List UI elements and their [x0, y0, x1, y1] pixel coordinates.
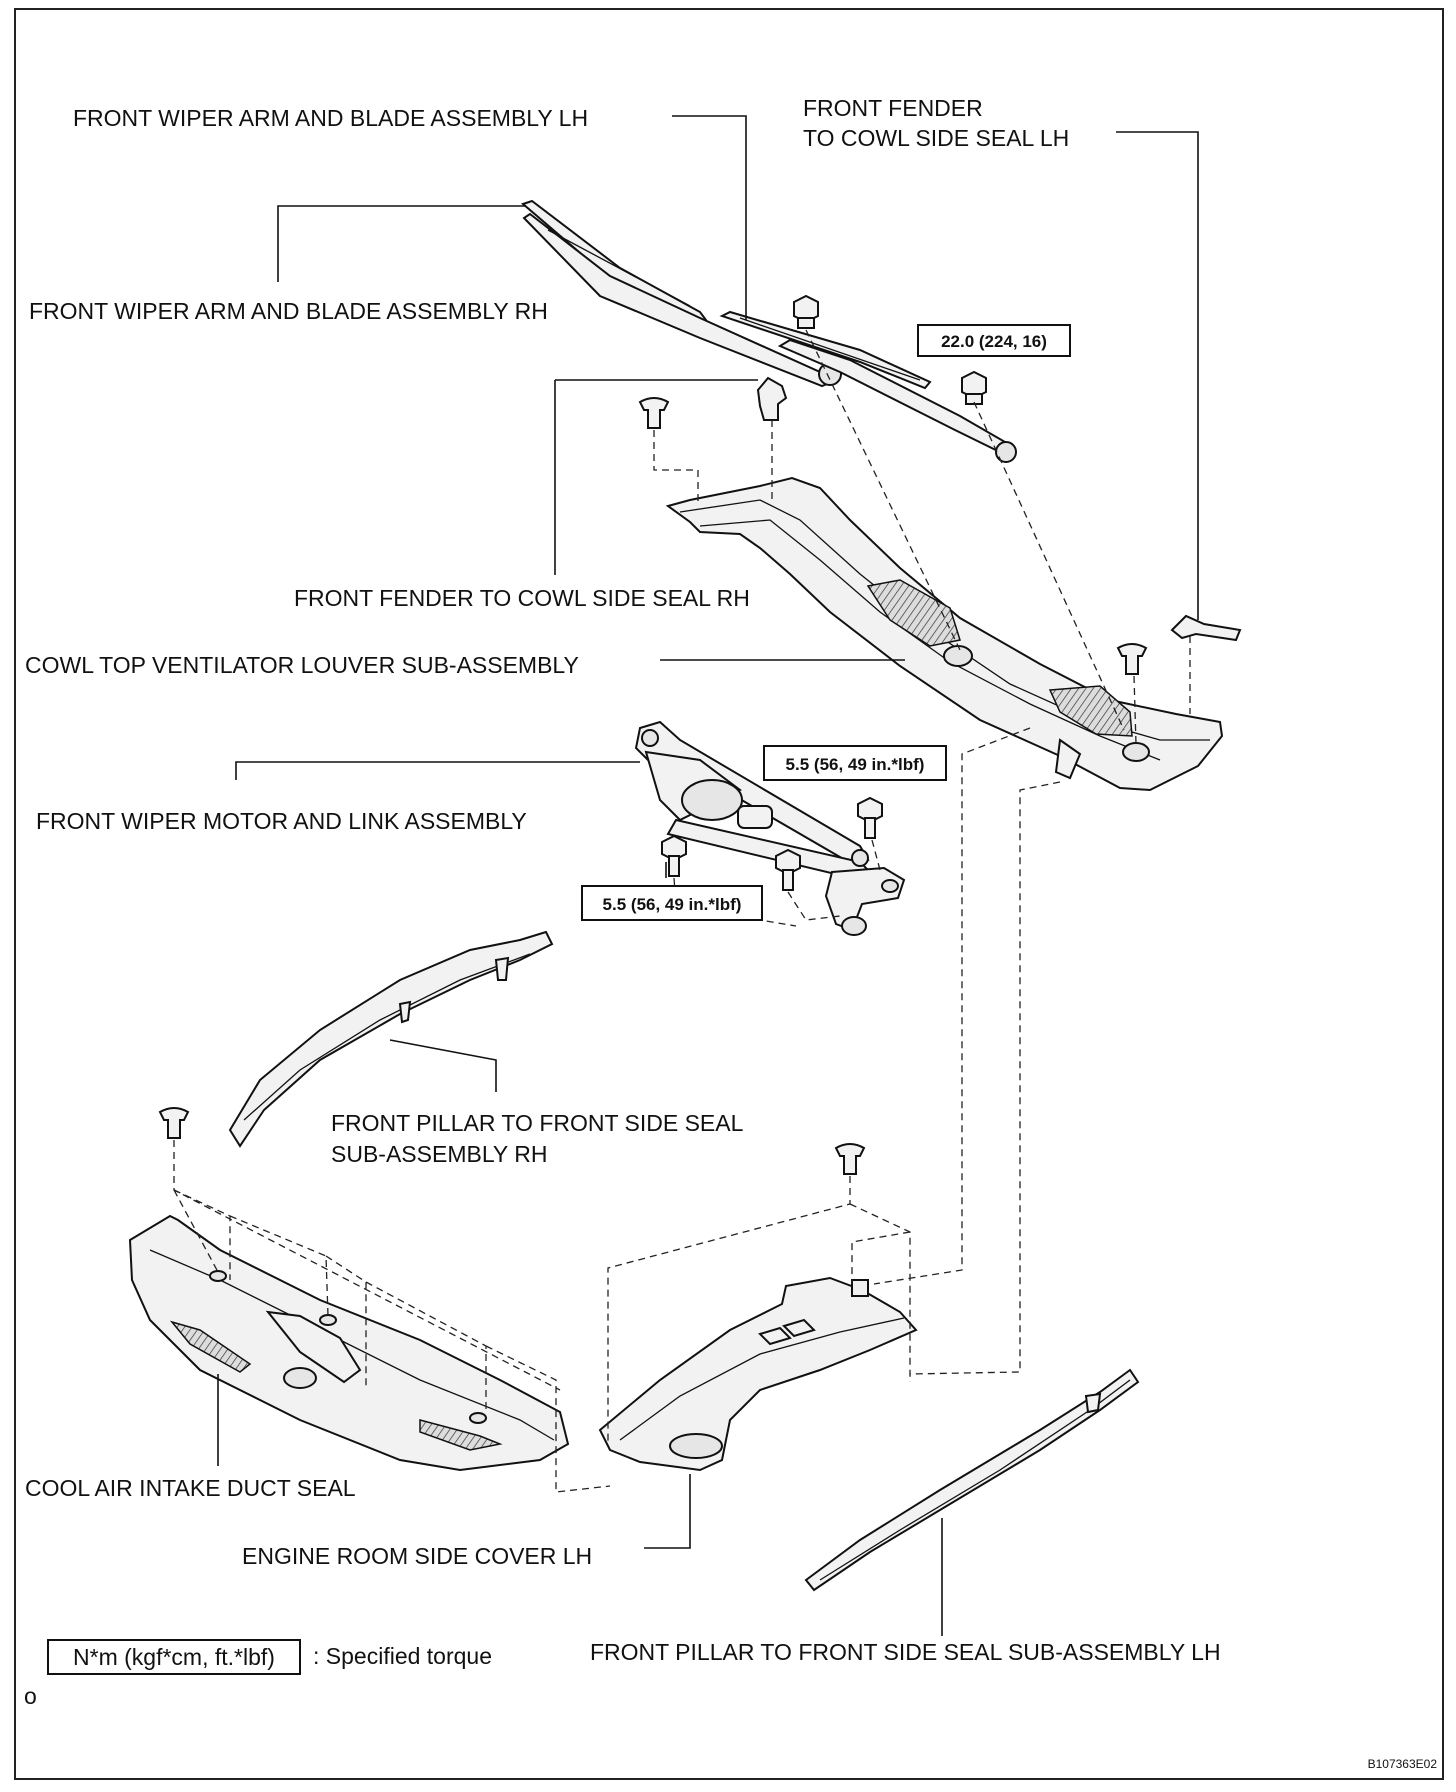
label-wiper-arm-rh: FRONT WIPER ARM AND BLADE ASSEMBLY RH — [29, 298, 548, 324]
bolt-motor-upper — [857, 796, 883, 839]
torque-value-motor-upper: 5.5 (56, 49 in.*lbf) — [786, 755, 925, 774]
legend-box-text: N*m (kgf*cm, ft.*lbf) — [73, 1644, 275, 1670]
dashed-assembly-lines — [173, 329, 1191, 1493]
cap-nut-torque — [961, 370, 987, 405]
pillar-seal-lh-part — [804, 1368, 1140, 1592]
wiper-motor-link-part — [634, 720, 906, 936]
clip-rh-seal — [638, 397, 670, 429]
legend-description: : Specified torque — [313, 1643, 492, 1669]
diagram-frame — [14, 8, 1444, 1780]
cool-air-intake-seal-part — [128, 1214, 570, 1472]
clip-bottom-center — [834, 1143, 866, 1175]
torque-value-motor-lower: 5.5 (56, 49 in.*lbf) — [603, 895, 742, 914]
leader-lines — [217, 115, 1199, 1636]
label-engine-cover: ENGINE ROOM SIDE COVER LH — [242, 1543, 592, 1569]
cowl-louver-part — [665, 476, 1224, 792]
cap-nut-upper — [793, 294, 819, 329]
label-fender-seal-rh: FRONT FENDER TO COWL SIDE SEAL RH — [294, 585, 750, 611]
engine-room-side-cover-part — [598, 1276, 918, 1472]
pillar-seal-rh-part — [228, 930, 554, 1148]
torque-box-wiper-nut: 22.0 (224, 16) — [917, 324, 1071, 357]
label-wiper-motor: FRONT WIPER MOTOR AND LINK ASSEMBLY — [36, 808, 527, 834]
fender-cowl-seal-lh-part — [1170, 614, 1242, 642]
label-wiper-arm-lh: FRONT WIPER ARM AND BLADE ASSEMBLY LH — [73, 105, 588, 131]
label-pillar-seal-lh: FRONT PILLAR TO FRONT SIDE SEAL SUB-ASSE… — [590, 1639, 1221, 1665]
legend: N*m (kgf*cm, ft.*lbf) : Specified torque… — [24, 1639, 492, 1709]
label-pillar-seal-rh-line1: FRONT PILLAR TO FRONT SIDE SEAL — [331, 1110, 744, 1136]
figure-id: B107363E02 — [1368, 1757, 1438, 1771]
bolt-motor-left — [661, 834, 687, 877]
clip-cowl-right — [1116, 643, 1148, 675]
legend-mark: o — [24, 1683, 37, 1709]
label-fender-seal-lh-line2: TO COWL SIDE SEAL LH — [803, 125, 1069, 151]
clip-bottom-left — [158, 1107, 190, 1139]
torque-box-motor-upper: 5.5 (56, 49 in.*lbf) — [763, 745, 947, 781]
label-fender-seal-lh-line1: FRONT FENDER — [803, 95, 983, 121]
torque-box-motor-lower: 5.5 (56, 49 in.*lbf) — [581, 885, 763, 921]
torque-value-wiper-nut: 22.0 (224, 16) — [941, 332, 1047, 351]
label-pillar-seal-rh-line2: SUB-ASSEMBLY RH — [331, 1141, 547, 1167]
wiper-arm-lh-part — [719, 310, 1017, 463]
label-cowl-louver: COWL TOP VENTILATOR LOUVER SUB-ASSEMBLY — [25, 652, 579, 678]
wiper-arm-rh-part — [521, 199, 842, 388]
label-cool-air-seal: COOL AIR INTAKE DUCT SEAL — [25, 1475, 356, 1501]
bolt-motor-lower — [775, 848, 801, 891]
fender-cowl-seal-rh-part — [756, 376, 788, 421]
